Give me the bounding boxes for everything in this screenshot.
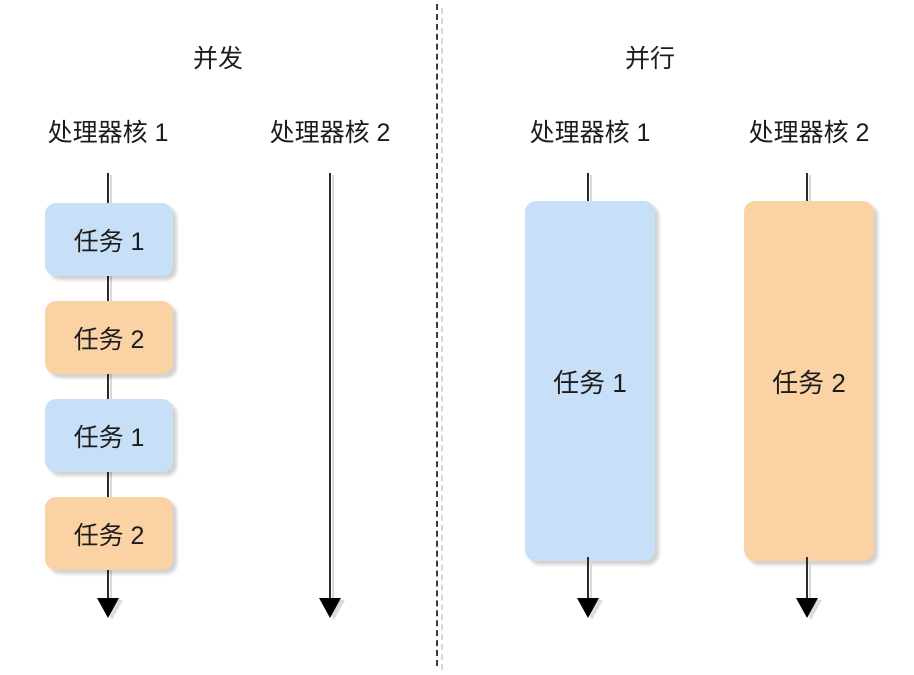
- flow-line-segment: [587, 173, 592, 207]
- flow-line-segment: [806, 173, 811, 207]
- panel-divider: [436, 4, 438, 666]
- task-box[interactable]: 任务 2: [45, 497, 173, 570]
- arrow-head-down-icon: [97, 598, 119, 618]
- task-box[interactable]: 任务 1: [45, 399, 173, 472]
- flow-line-segment: [107, 566, 112, 604]
- flow-line-segment: [107, 370, 112, 404]
- flow-line-segment: [107, 468, 112, 502]
- lane-label-parallelism-core-1: 处理器核 1: [529, 119, 651, 147]
- task-box[interactable]: 任务 1: [525, 201, 655, 561]
- lane-label-parallelism-core-2: 处理器核 2: [748, 119, 870, 147]
- lane-label-concurrency-core-2: 处理器核 2: [269, 119, 391, 147]
- flow-line-long: [329, 173, 334, 602]
- flow-line-segment: [107, 272, 112, 306]
- panel-title-parallelism: 并行: [624, 45, 675, 73]
- flow-line-segment: [587, 557, 592, 604]
- panel-divider-shadow: [441, 8, 443, 670]
- arrow-head-down-icon: [577, 598, 599, 618]
- lane-label-concurrency-core-1: 处理器核 1: [47, 119, 169, 147]
- arrow-head-down-icon: [319, 598, 341, 618]
- flow-line-segment: [107, 173, 112, 207]
- task-box[interactable]: 任务 2: [45, 301, 173, 374]
- flow-line-segment: [806, 557, 811, 604]
- panel-title-concurrency: 并发: [192, 45, 243, 73]
- task-box[interactable]: 任务 2: [744, 201, 874, 561]
- arrow-head-down-icon: [796, 598, 818, 618]
- task-box[interactable]: 任务 1: [45, 203, 173, 276]
